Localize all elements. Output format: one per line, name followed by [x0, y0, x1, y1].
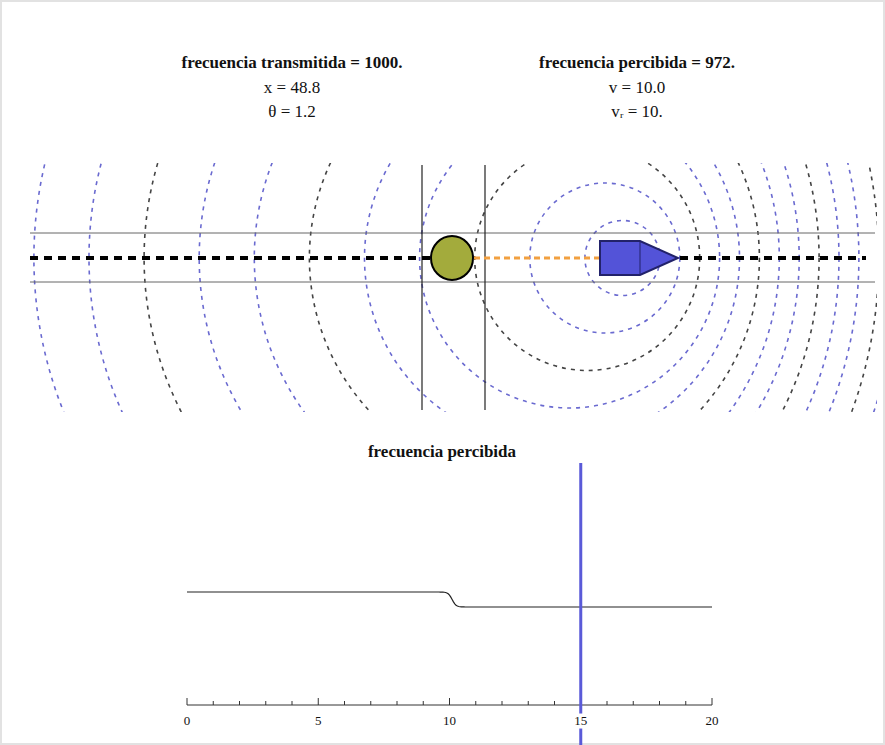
- radial-speed-value: vᵣ = 10.: [611, 102, 663, 122]
- position-value: x = 48.8: [264, 78, 320, 98]
- frequency-plot: [187, 463, 712, 745]
- boat-divider: [640, 241, 641, 275]
- axis-tick: [685, 701, 686, 705]
- axis-tick: [265, 701, 266, 705]
- lane-line: [30, 282, 875, 283]
- axis-tick: [712, 698, 713, 705]
- axis-tick: [187, 698, 188, 705]
- wavefront: [28, 163, 877, 412]
- axis-tick: [397, 701, 398, 705]
- wavefront: [144, 163, 819, 412]
- wavefront: [309, 163, 759, 412]
- tick-label: 0: [182, 714, 193, 729]
- distance-line: [474, 257, 600, 260]
- axis-tick: [423, 701, 424, 705]
- frequency-curve: [187, 592, 712, 607]
- axis-tick: [213, 701, 214, 705]
- track-line: [680, 256, 866, 260]
- axis-tick: [659, 701, 660, 705]
- axis-tick: [449, 698, 450, 705]
- wavefront: [89, 163, 839, 412]
- axis-tick: [292, 701, 293, 705]
- axis-tick: [318, 698, 319, 705]
- marker-line: [484, 165, 485, 410]
- tick-label: 15: [572, 714, 589, 729]
- boat-source: [600, 241, 678, 275]
- axis-tick: [475, 701, 476, 705]
- tick-label: 20: [704, 714, 721, 729]
- wavefront: [475, 163, 700, 371]
- axis-tick: [370, 701, 371, 705]
- wavefront: [28, 163, 877, 412]
- wavefront: [28, 163, 877, 412]
- wavefront: [28, 163, 877, 412]
- axis-tick: [633, 701, 634, 705]
- wavefront: [420, 163, 720, 408]
- wavefront: [28, 163, 877, 412]
- wavefront: [28, 163, 877, 412]
- axis-tick: [239, 701, 240, 705]
- wavefront: [28, 163, 877, 412]
- wavefront: [254, 163, 779, 412]
- angle-value: θ = 1.2: [268, 102, 315, 122]
- axis-tick: [502, 701, 503, 705]
- perceived-frequency: frecuencia percibida = 972.: [539, 53, 735, 73]
- wavefront: [28, 163, 877, 412]
- wavefront: [530, 183, 680, 333]
- speed-value: v = 10.0: [609, 78, 665, 98]
- wavefront: [365, 163, 740, 412]
- wavefront: [28, 163, 877, 412]
- tick-label: 5: [313, 714, 324, 729]
- transmitted-frequency: frecuencia transmitida = 1000.: [182, 53, 403, 73]
- wavefront: [28, 163, 877, 412]
- tick-label: 10: [441, 714, 458, 729]
- lane-line: [30, 233, 875, 234]
- axis-tick: [554, 701, 555, 705]
- axis-tick: [607, 701, 608, 705]
- plot-title: frecuencia percibida: [368, 442, 516, 462]
- track-line: [30, 256, 432, 260]
- listener-circle: [431, 236, 473, 280]
- axis-tick: [344, 701, 345, 705]
- wavefront: [34, 163, 859, 412]
- marker-line: [421, 165, 422, 410]
- time-cursor: [579, 463, 582, 745]
- wavefronts: [28, 163, 877, 412]
- wavefront: [28, 163, 877, 412]
- axis-tick: [528, 701, 529, 705]
- wavefront: [28, 163, 877, 412]
- wavefront: [199, 163, 799, 412]
- wavefront: [28, 163, 877, 412]
